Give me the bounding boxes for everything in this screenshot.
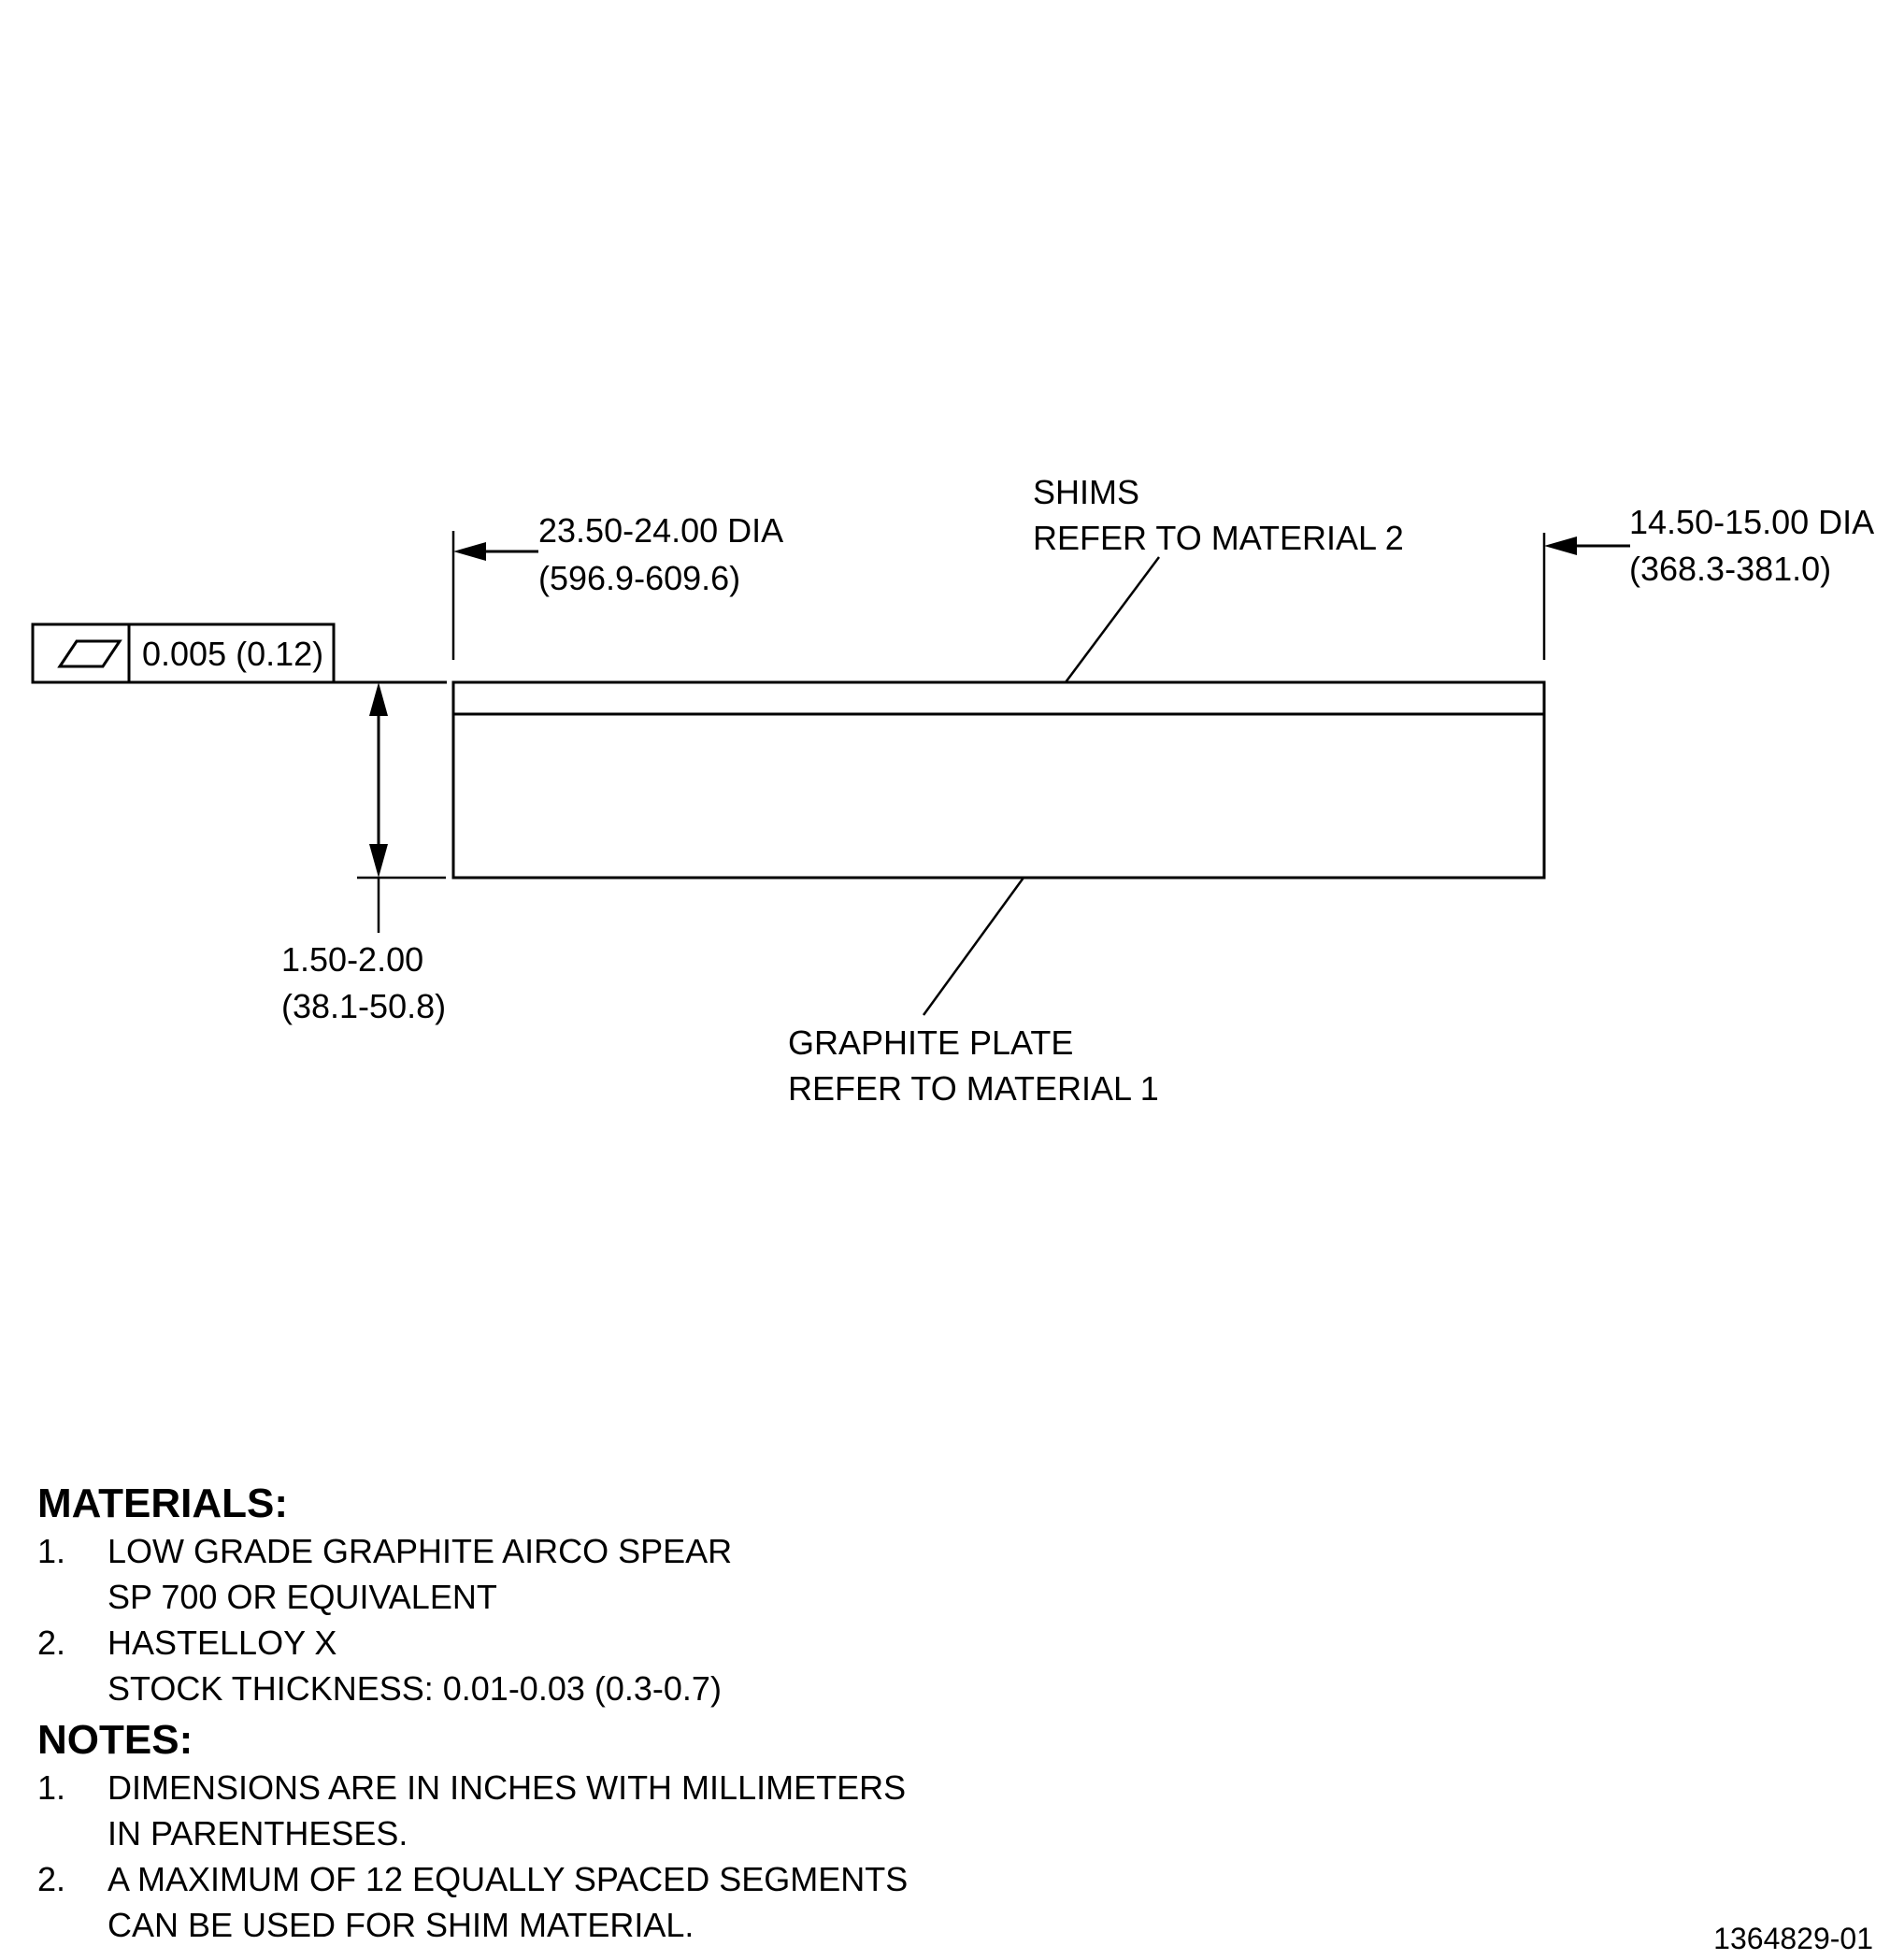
graphite-label: GRAPHITE PLATE — [788, 1023, 1073, 1062]
flatness-icon — [57, 639, 122, 668]
note-1-line2: IN PARENTHESES. — [107, 1814, 408, 1853]
shims-callout: SHIMS REFER TO MATERIAL 2 — [1033, 473, 1404, 683]
materials-heading: MATERIALS: — [37, 1481, 288, 1526]
thickness-label: 1.50-2.00 — [281, 940, 423, 979]
thickness-bottom-arrowhead — [369, 844, 388, 878]
graphite-reference: REFER TO MATERIAL 1 — [788, 1069, 1159, 1108]
material-2-number: 2. — [37, 1624, 65, 1662]
notes-section: NOTES: 1. DIMENSIONS ARE IN INCHES WITH … — [37, 1717, 908, 1944]
material-2-line2: STOCK THICKNESS: 0.01-0.03 (0.3-0.7) — [107, 1669, 722, 1708]
flatness-control-frame: 0.005 (0.12) — [31, 622, 447, 684]
outer-dia-label-mm: (596.9-609.6) — [538, 559, 740, 597]
inner-dia-arrowhead — [1544, 536, 1577, 555]
outer-dia-label: 23.50-24.00 DIA — [538, 511, 783, 550]
inner-dia-label-mm: (368.3-381.0) — [1629, 550, 1831, 588]
note-1-number: 1. — [37, 1768, 65, 1807]
materials-section: MATERIALS: 1. LOW GRADE GRAPHITE AIRCO S… — [37, 1481, 732, 1708]
inner-dia-dimension: 14.50-15.00 DIA (368.3-381.0) — [1542, 503, 1874, 660]
shims-reference: REFER TO MATERIAL 2 — [1033, 519, 1404, 557]
material-1-line2: SP 700 OR EQUIVALENT — [107, 1578, 497, 1616]
flatness-tolerance: 0.005 (0.12) — [142, 635, 323, 673]
shims-label: SHIMS — [1033, 473, 1139, 511]
drawing-number: 1364829-01 — [1713, 1922, 1873, 1955]
graphite-callout: GRAPHITE PLATE REFER TO MATERIAL 1 — [788, 877, 1159, 1108]
thickness-top-arrowhead — [369, 682, 388, 716]
graphite-plate-body — [451, 680, 1546, 880]
inner-dia-label: 14.50-15.00 DIA — [1629, 503, 1874, 541]
part-outline — [451, 680, 1546, 880]
note-1-line1: DIMENSIONS ARE IN INCHES WITH MILLIMETER… — [107, 1768, 906, 1807]
note-2-line2: CAN BE USED FOR SHIM MATERIAL. — [107, 1906, 694, 1944]
thickness-dimension: 1.50-2.00 (38.1-50.8) — [281, 682, 446, 1025]
shims-leader-line — [1064, 556, 1161, 683]
material-1-line1: LOW GRADE GRAPHITE AIRCO SPEAR — [107, 1532, 732, 1570]
note-2-line1: A MAXIMUM OF 12 EQUALLY SPACED SEGMENTS — [107, 1860, 908, 1898]
thickness-label-mm: (38.1-50.8) — [281, 987, 446, 1025]
material-2-line1: HASTELLOY X — [107, 1624, 336, 1662]
outer-dia-arrowhead — [453, 542, 486, 561]
note-2-number: 2. — [37, 1860, 65, 1898]
graphite-leader-line — [922, 877, 1025, 1016]
outer-dia-dimension: 23.50-24.00 DIA (596.9-609.6) — [451, 511, 783, 660]
material-1-number: 1. — [37, 1532, 65, 1570]
notes-heading: NOTES: — [37, 1717, 193, 1763]
